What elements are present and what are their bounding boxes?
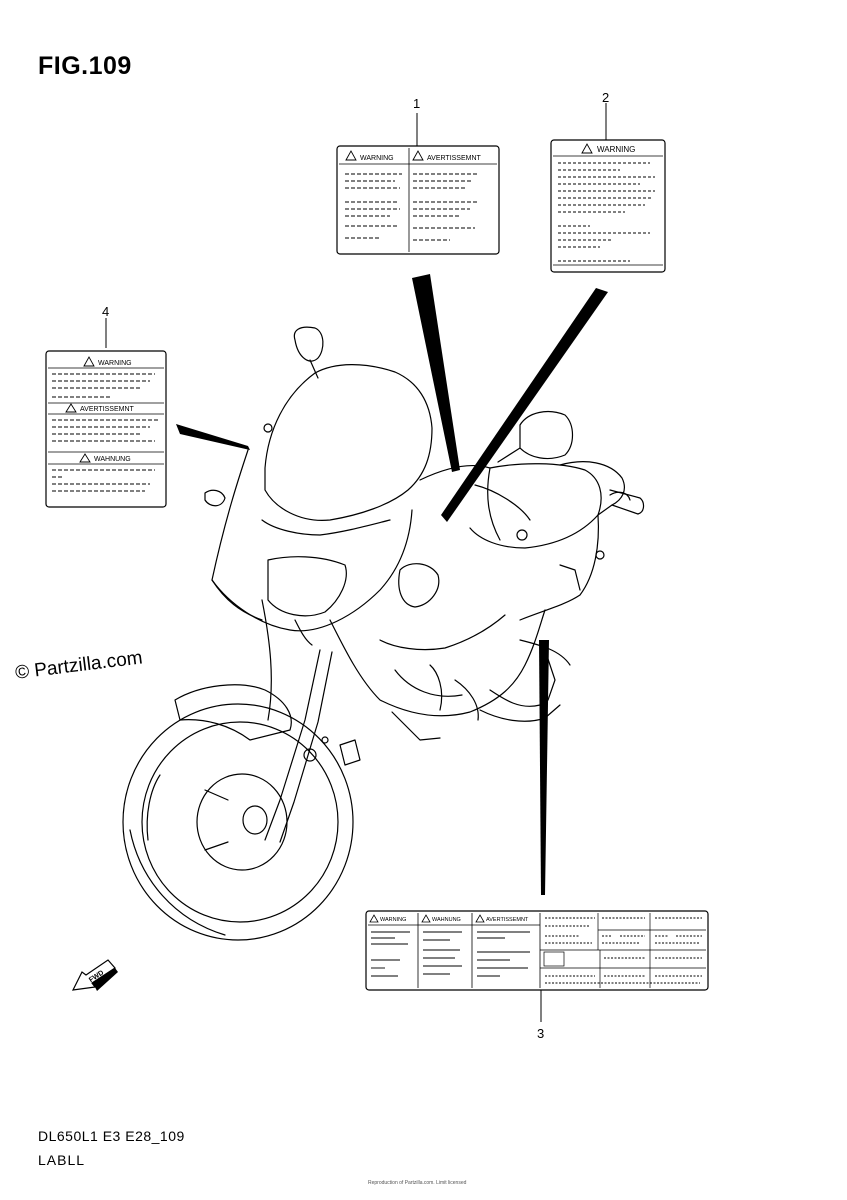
pointer-label-3 [539, 640, 549, 895]
motorcycle-illustration [122, 326, 645, 941]
label-1: WARNING AVERTISSEMNT [336, 145, 500, 255]
label-1-heading-left: WARNING [360, 155, 394, 162]
callout-4: 4 [102, 304, 109, 319]
label-4-heading-3: WAHNUNG [94, 456, 131, 463]
warning-triangle-icon [83, 356, 95, 367]
warning-triangle-icon [65, 403, 77, 413]
callout-2: 2 [602, 90, 609, 105]
label-3: WARNING WAHNUNG AVERTISSEMNT [365, 910, 709, 991]
label-2-heading: WARNING [597, 145, 635, 154]
warning-triangle-icon [421, 914, 431, 923]
pointer-label-2 [441, 288, 608, 522]
leader-pointers [176, 274, 608, 895]
copyright-note: Reproduction of Partzilla.com. Limit lic… [368, 1180, 467, 1186]
pointer-label-1 [412, 274, 460, 472]
label-3-heading-3: AVERTISSEMNT [486, 917, 529, 923]
diagram-code: DL650L1 E3 E28_109 [38, 1128, 185, 1144]
diagram-label: LABLL [38, 1152, 86, 1168]
figure-title: FIG.109 [38, 52, 132, 80]
label-4-heading-2: AVERTISSEMNT [80, 406, 135, 413]
label-3-heading-2: WAHNUNG [432, 917, 461, 923]
pointer-label-4 [176, 424, 250, 450]
label-4: WARNING AVERTISSEMNT WAHNUNG [45, 350, 167, 508]
warning-triangle-icon [79, 453, 91, 463]
forward-arrow-icon: FWD [71, 959, 118, 991]
warning-triangle-icon [475, 914, 485, 923]
label-3-heading-1: WARNING [380, 917, 406, 923]
label-2: WARNING [550, 139, 666, 273]
callout-leaders [105, 103, 607, 1022]
warning-triangle-icon [412, 150, 424, 161]
callout-3: 3 [537, 1026, 544, 1041]
label-4-heading-1: WARNING [98, 360, 132, 367]
warning-triangle-icon [345, 150, 357, 161]
warning-triangle-icon [581, 143, 593, 154]
callout-1: 1 [413, 96, 420, 111]
warning-triangle-icon [369, 914, 379, 923]
label-1-heading-right: AVERTISSEMNT [427, 155, 482, 162]
